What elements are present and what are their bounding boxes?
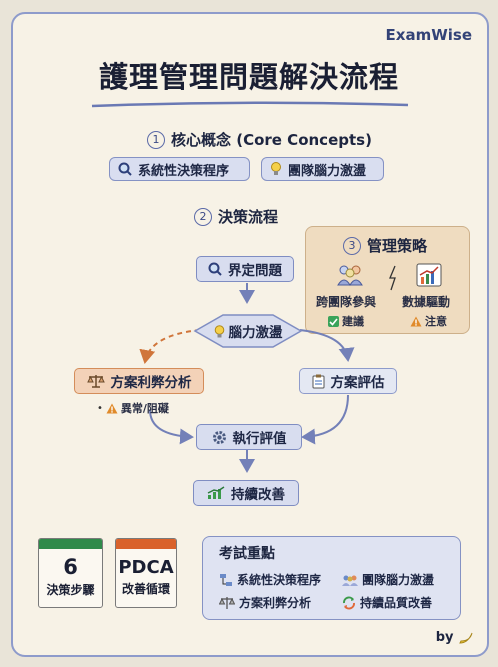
section-flow-title: 2 決策流程 [194,206,278,227]
page-title: 護理管理問題解決流程 [98,60,399,94]
scale-icon [86,374,105,388]
magnifier-icon [208,262,222,276]
section-number: 2 [194,207,212,226]
node-define-problem: 界定問題 [196,256,294,282]
warning-icon [106,403,118,414]
key-point-item: 持續品質改善 [342,594,432,611]
key-point-item: 團隊腦力激盪 [342,571,434,588]
flowchart-icon [219,573,233,587]
section-number: 1 [147,130,165,149]
node-option-analysis: 方案利弊分析 [74,368,204,394]
key-points-title: 考試重點 [219,546,275,562]
core-item-decision: 系統性決策程序 [109,157,250,181]
node-brainstorm: 腦力激盪 [193,313,303,349]
banana-icon [458,631,474,645]
signature: by [436,630,474,645]
gear-icon [212,430,227,445]
stat-pdca: PDCA 改善循環 [115,538,177,608]
section-label: 核心概念 (Core Concepts) [171,131,372,149]
calendar-bar [116,539,176,549]
node-brainstorm-diamond [193,314,303,348]
lightning-divider-icon [387,265,399,291]
section-strategy-title: 3 管理策略 [343,235,427,256]
core-item-label: 系統性決策程序 [138,163,230,179]
team-icon [336,263,364,287]
strategy-left-tag: 建議 [328,313,364,329]
strategy-right-tag: 注意 [410,313,447,329]
key-point-item: 系統性決策程序 [219,571,321,588]
core-item-brainstorm: 團隊腦力激盪 [261,157,384,181]
node-evaluate: 方案評估 [299,368,397,394]
key-points-box: 考試重點 系統性決策程序 團隊腦力激盪 方案利弊分析 持續品質改善 [202,536,461,620]
strategy-box: 3 管理策略 跨團隊參與 數據驅動 建議 注意 [305,226,470,334]
section-core-title: 1 核心概念 (Core Concepts) [147,129,372,150]
scale-icon [219,596,235,610]
brand-logo: ExamWise [385,26,472,44]
check-icon [328,315,339,327]
strategy-left-label: 跨團隊參與 [316,295,377,309]
node-execute: 執行評值 [196,424,302,450]
node-improve: 持續改善 [193,480,299,506]
refresh-cycle-icon [342,595,356,610]
team-icon [342,573,358,587]
warning-icon [410,316,422,327]
growth-chart-icon [207,486,225,500]
core-item-label: 團隊腦力激盪 [288,163,367,179]
title-underline [91,101,409,108]
clipboard-icon [312,374,325,389]
section-label: 管理策略 [367,237,428,255]
calendar-bar [39,539,102,549]
magnifier-icon [118,162,132,176]
stat-decision-steps: 6 決策步驟 [38,538,103,608]
section-label: 決策流程 [218,208,279,226]
analysis-note: • 異常/阻礙 [97,402,169,415]
lightbulb-icon [214,324,225,338]
key-point-item: 方案利弊分析 [219,594,311,611]
section-number: 3 [343,236,361,255]
strategy-right-label: 數據驅動 [402,295,451,309]
chart-growth-icon [416,263,442,287]
lightbulb-icon [270,162,282,176]
